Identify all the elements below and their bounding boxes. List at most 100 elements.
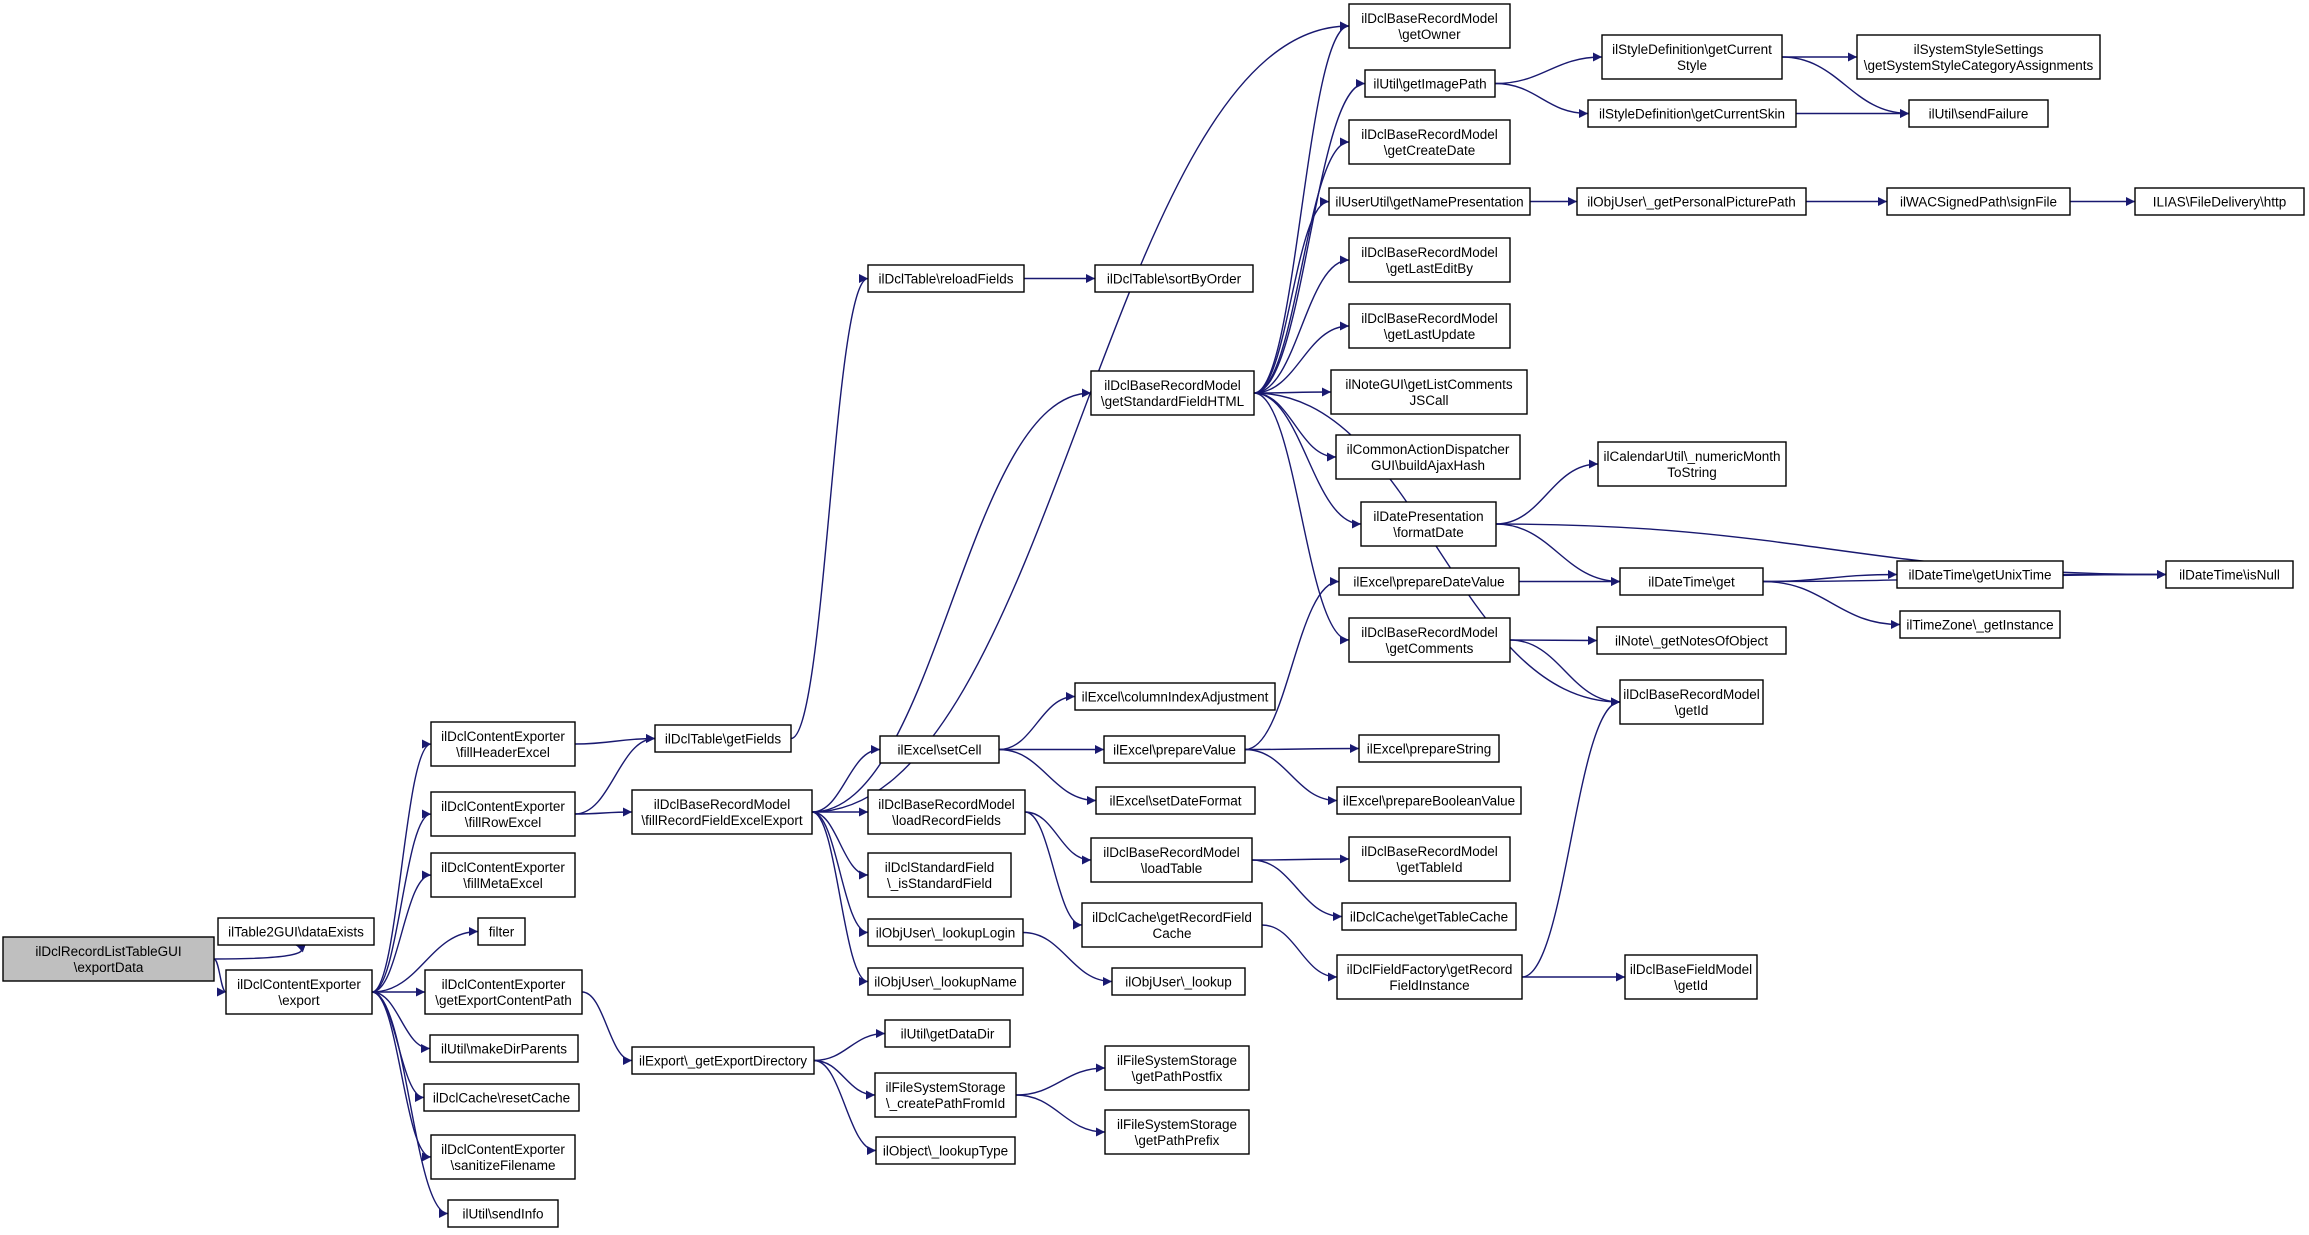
node-label: \getSystemStyleCategoryAssignments xyxy=(1864,58,2094,73)
node-loadRecordFields[interactable]: ilDclBaseRecordModel\loadRecordFields xyxy=(867,789,1026,835)
node-dateTimeGet[interactable]: ilDateTime\get xyxy=(1619,567,1764,596)
node-setCell[interactable]: ilExcel\setCell xyxy=(879,735,1000,764)
node-getInstance[interactable]: ilTimeZone\_getInstance xyxy=(1899,610,2061,639)
node-label: ilObject\_lookupType xyxy=(883,1144,1008,1159)
node-getCreateDate[interactable]: ilDclBaseRecordModel\getCreateDate xyxy=(1348,119,1511,165)
node-fillHeaderExcel[interactable]: ilDclContentExporter\fillHeaderExcel xyxy=(430,721,576,767)
node-getNotesOfObject[interactable]: ilNote\_getNotesOfObject xyxy=(1596,626,1787,655)
node-label: \_createPathFromId xyxy=(886,1096,1005,1111)
node-getComments[interactable]: ilDclBaseRecordModel\getComments xyxy=(1348,617,1511,663)
node-formatDate[interactable]: ilDatePresentation\formatDate xyxy=(1360,501,1497,547)
node-label: ilDclContentExporter xyxy=(441,1142,565,1157)
node-box xyxy=(217,917,375,946)
node-prepareValue[interactable]: ilExcel\prepareValue xyxy=(1103,735,1246,764)
node-fillMetaExcel[interactable]: ilDclContentExporter\fillMetaExcel xyxy=(430,852,576,898)
node-label: \getCreateDate xyxy=(1384,143,1476,158)
node-label: ilUtil\getImagePath xyxy=(1373,77,1486,92)
node-resetCache[interactable]: ilDclCache\resetCache xyxy=(423,1083,580,1112)
node-loadTable[interactable]: ilDclBaseRecordModel\loadTable xyxy=(1090,837,1253,883)
node-box xyxy=(1103,735,1246,764)
node-label: ilExcel\columnIndexAdjustment xyxy=(1082,690,1269,705)
node-box xyxy=(477,917,526,946)
node-export[interactable]: ilDclContentExporter\export xyxy=(225,969,373,1015)
node-getPathPrefix[interactable]: ilFileSystemStorage\getPathPrefix xyxy=(1104,1109,1250,1155)
node-getPathPostfix[interactable]: ilFileSystemStorage\getPathPostfix xyxy=(1104,1045,1250,1091)
node-fieldGetId[interactable]: ilDclBaseFieldModel\getId xyxy=(1624,954,1758,1000)
node-prepareDateValue[interactable]: ilExcel\prepareDateValue xyxy=(1338,567,1520,596)
node-getTableId[interactable]: ilDclBaseRecordModel\getTableId xyxy=(1348,836,1511,882)
node-lookupType[interactable]: ilObject\_lookupType xyxy=(875,1136,1016,1165)
node-getTableCache[interactable]: ilDclCache\getTableCache xyxy=(1341,902,1517,931)
node-sanitizeFilename[interactable]: ilDclContentExporter\sanitizeFilename xyxy=(430,1134,576,1180)
node-label: Cache xyxy=(1152,926,1191,941)
node-getCurrentSkin[interactable]: ilStyleDefinition\getCurrentSkin xyxy=(1587,99,1797,128)
node-label: \export xyxy=(278,993,320,1008)
node-getImagePath[interactable]: ilUtil\getImagePath xyxy=(1364,69,1496,98)
node-box xyxy=(1328,187,1531,216)
node-filter[interactable]: filter xyxy=(477,917,526,946)
node-sendFailure[interactable]: ilUtil\sendFailure xyxy=(1908,99,2049,128)
node-getOwner[interactable]: ilDclBaseRecordModel\getOwner xyxy=(1348,3,1511,49)
node-isStandardField[interactable]: ilDclStandardField\_isStandardField xyxy=(867,852,1012,898)
node-dataExists[interactable]: ilTable2GUI\dataExists xyxy=(217,917,375,946)
node-label: \getId xyxy=(1674,978,1708,993)
node-getLastUpdate[interactable]: ilDclBaseRecordModel\getLastUpdate xyxy=(1348,303,1511,349)
node-setDateFormat[interactable]: ilExcel\setDateFormat xyxy=(1095,786,1256,815)
node-label: ilFileSystemStorage xyxy=(885,1080,1005,1095)
node-getExportContentPath[interactable]: ilDclContentExporter\getExportContentPat… xyxy=(424,969,583,1015)
node-columnIndexAdjustment[interactable]: ilExcel\columnIndexAdjustment xyxy=(1074,682,1276,711)
node-getStandardFieldHTML[interactable]: ilDclBaseRecordModel\getStandardFieldHTM… xyxy=(1090,370,1255,416)
node-getLastEditBy[interactable]: ilDclBaseRecordModel\getLastEditBy xyxy=(1348,237,1511,283)
node-getNamePresentation[interactable]: ilUserUtil\getNamePresentation xyxy=(1328,187,1531,216)
node-lookupLogin[interactable]: ilObjUser\_lookupLogin xyxy=(867,918,1024,947)
node-fillRecordFieldExcelExport[interactable]: ilDclBaseRecordModel\fillRecordFieldExce… xyxy=(631,789,813,835)
node-getUnixTime[interactable]: ilDateTime\getUnixTime xyxy=(1896,560,2064,589)
node-http[interactable]: ILIAS\FileDelivery\http xyxy=(2134,187,2305,216)
node-lookupName[interactable]: ilObjUser\_lookupName xyxy=(867,967,1024,996)
edge-getStandardFieldHTML-to-formatDate xyxy=(1253,392,1362,529)
node-getPersonalPicturePath[interactable]: ilObjUser\_getPersonalPicturePath xyxy=(1576,187,1807,216)
node-sortByOrder[interactable]: ilDclTable\sortByOrder xyxy=(1094,264,1254,293)
node-signFile[interactable]: ilWACSignedPath\signFile xyxy=(1886,187,2071,216)
node-label: ilUtil\makeDirParents xyxy=(441,1042,567,1057)
node-getExportDirectory[interactable]: ilExport\_getExportDirectory xyxy=(631,1046,815,1075)
node-label: \loadTable xyxy=(1141,861,1203,876)
node-box xyxy=(1587,99,1797,128)
node-label: ilDclBaseRecordModel xyxy=(654,797,791,812)
edge-prepareValue-to-prepareDateValue xyxy=(1244,577,1340,751)
node-prepareString[interactable]: ilExcel\prepareString xyxy=(1358,734,1500,763)
edge-fillRowExcel-to-getFields xyxy=(574,734,656,815)
node-getDataDir[interactable]: ilUtil\getDataDir xyxy=(884,1019,1011,1048)
node-isNull[interactable]: ilDateTime\isNull xyxy=(2165,560,2294,589)
node-box xyxy=(1348,617,1511,663)
node-getSystemStyleCategoryAssignments[interactable]: ilSystemStyleSettings\getSystemStyleCate… xyxy=(1856,34,2101,80)
node-label: \getOwner xyxy=(1398,27,1461,42)
node-recordGetId[interactable]: ilDclBaseRecordModel\getId xyxy=(1619,679,1764,725)
node-box xyxy=(867,789,1026,835)
edge-formatDate-to-numericMonthToString xyxy=(1495,459,1599,525)
node-box xyxy=(867,852,1012,898)
node-lookup[interactable]: ilObjUser\_lookup xyxy=(1111,967,1246,996)
node-fillRowExcel[interactable]: ilDclContentExporter\fillRowExcel xyxy=(430,791,576,837)
node-box xyxy=(654,724,792,753)
node-root[interactable]: ilDclRecordListTableGUI\exportData xyxy=(2,936,215,982)
node-reloadFields[interactable]: ilDclTable\reloadFields xyxy=(867,264,1025,293)
edge-getStandardFieldHTML-to-getLastEditBy xyxy=(1253,255,1350,394)
edge-getStandardFieldHTML-to-recordGetId xyxy=(1253,392,1621,707)
node-buildAjaxHash[interactable]: ilCommonActionDispatcherGUI\buildAjaxHas… xyxy=(1335,434,1521,480)
edge-dateTimeGet-to-getInstance xyxy=(1762,580,1901,629)
node-label: ilNoteGUI\getListComments xyxy=(1345,377,1513,392)
node-label: ILIAS\FileDelivery\http xyxy=(2153,195,2287,210)
node-createPathFromId[interactable]: ilFileSystemStorage\_createPathFromId xyxy=(874,1072,1017,1118)
node-getFields[interactable]: ilDclTable\getFields xyxy=(654,724,792,753)
node-sendInfo[interactable]: ilUtil\sendInfo xyxy=(447,1199,559,1228)
node-makeDirParents[interactable]: ilUtil\makeDirParents xyxy=(429,1034,579,1063)
node-prepareBooleanValue[interactable]: ilExcel\prepareBooleanValue xyxy=(1336,786,1522,815)
node-box xyxy=(1358,734,1500,763)
node-label: filter xyxy=(489,925,515,940)
